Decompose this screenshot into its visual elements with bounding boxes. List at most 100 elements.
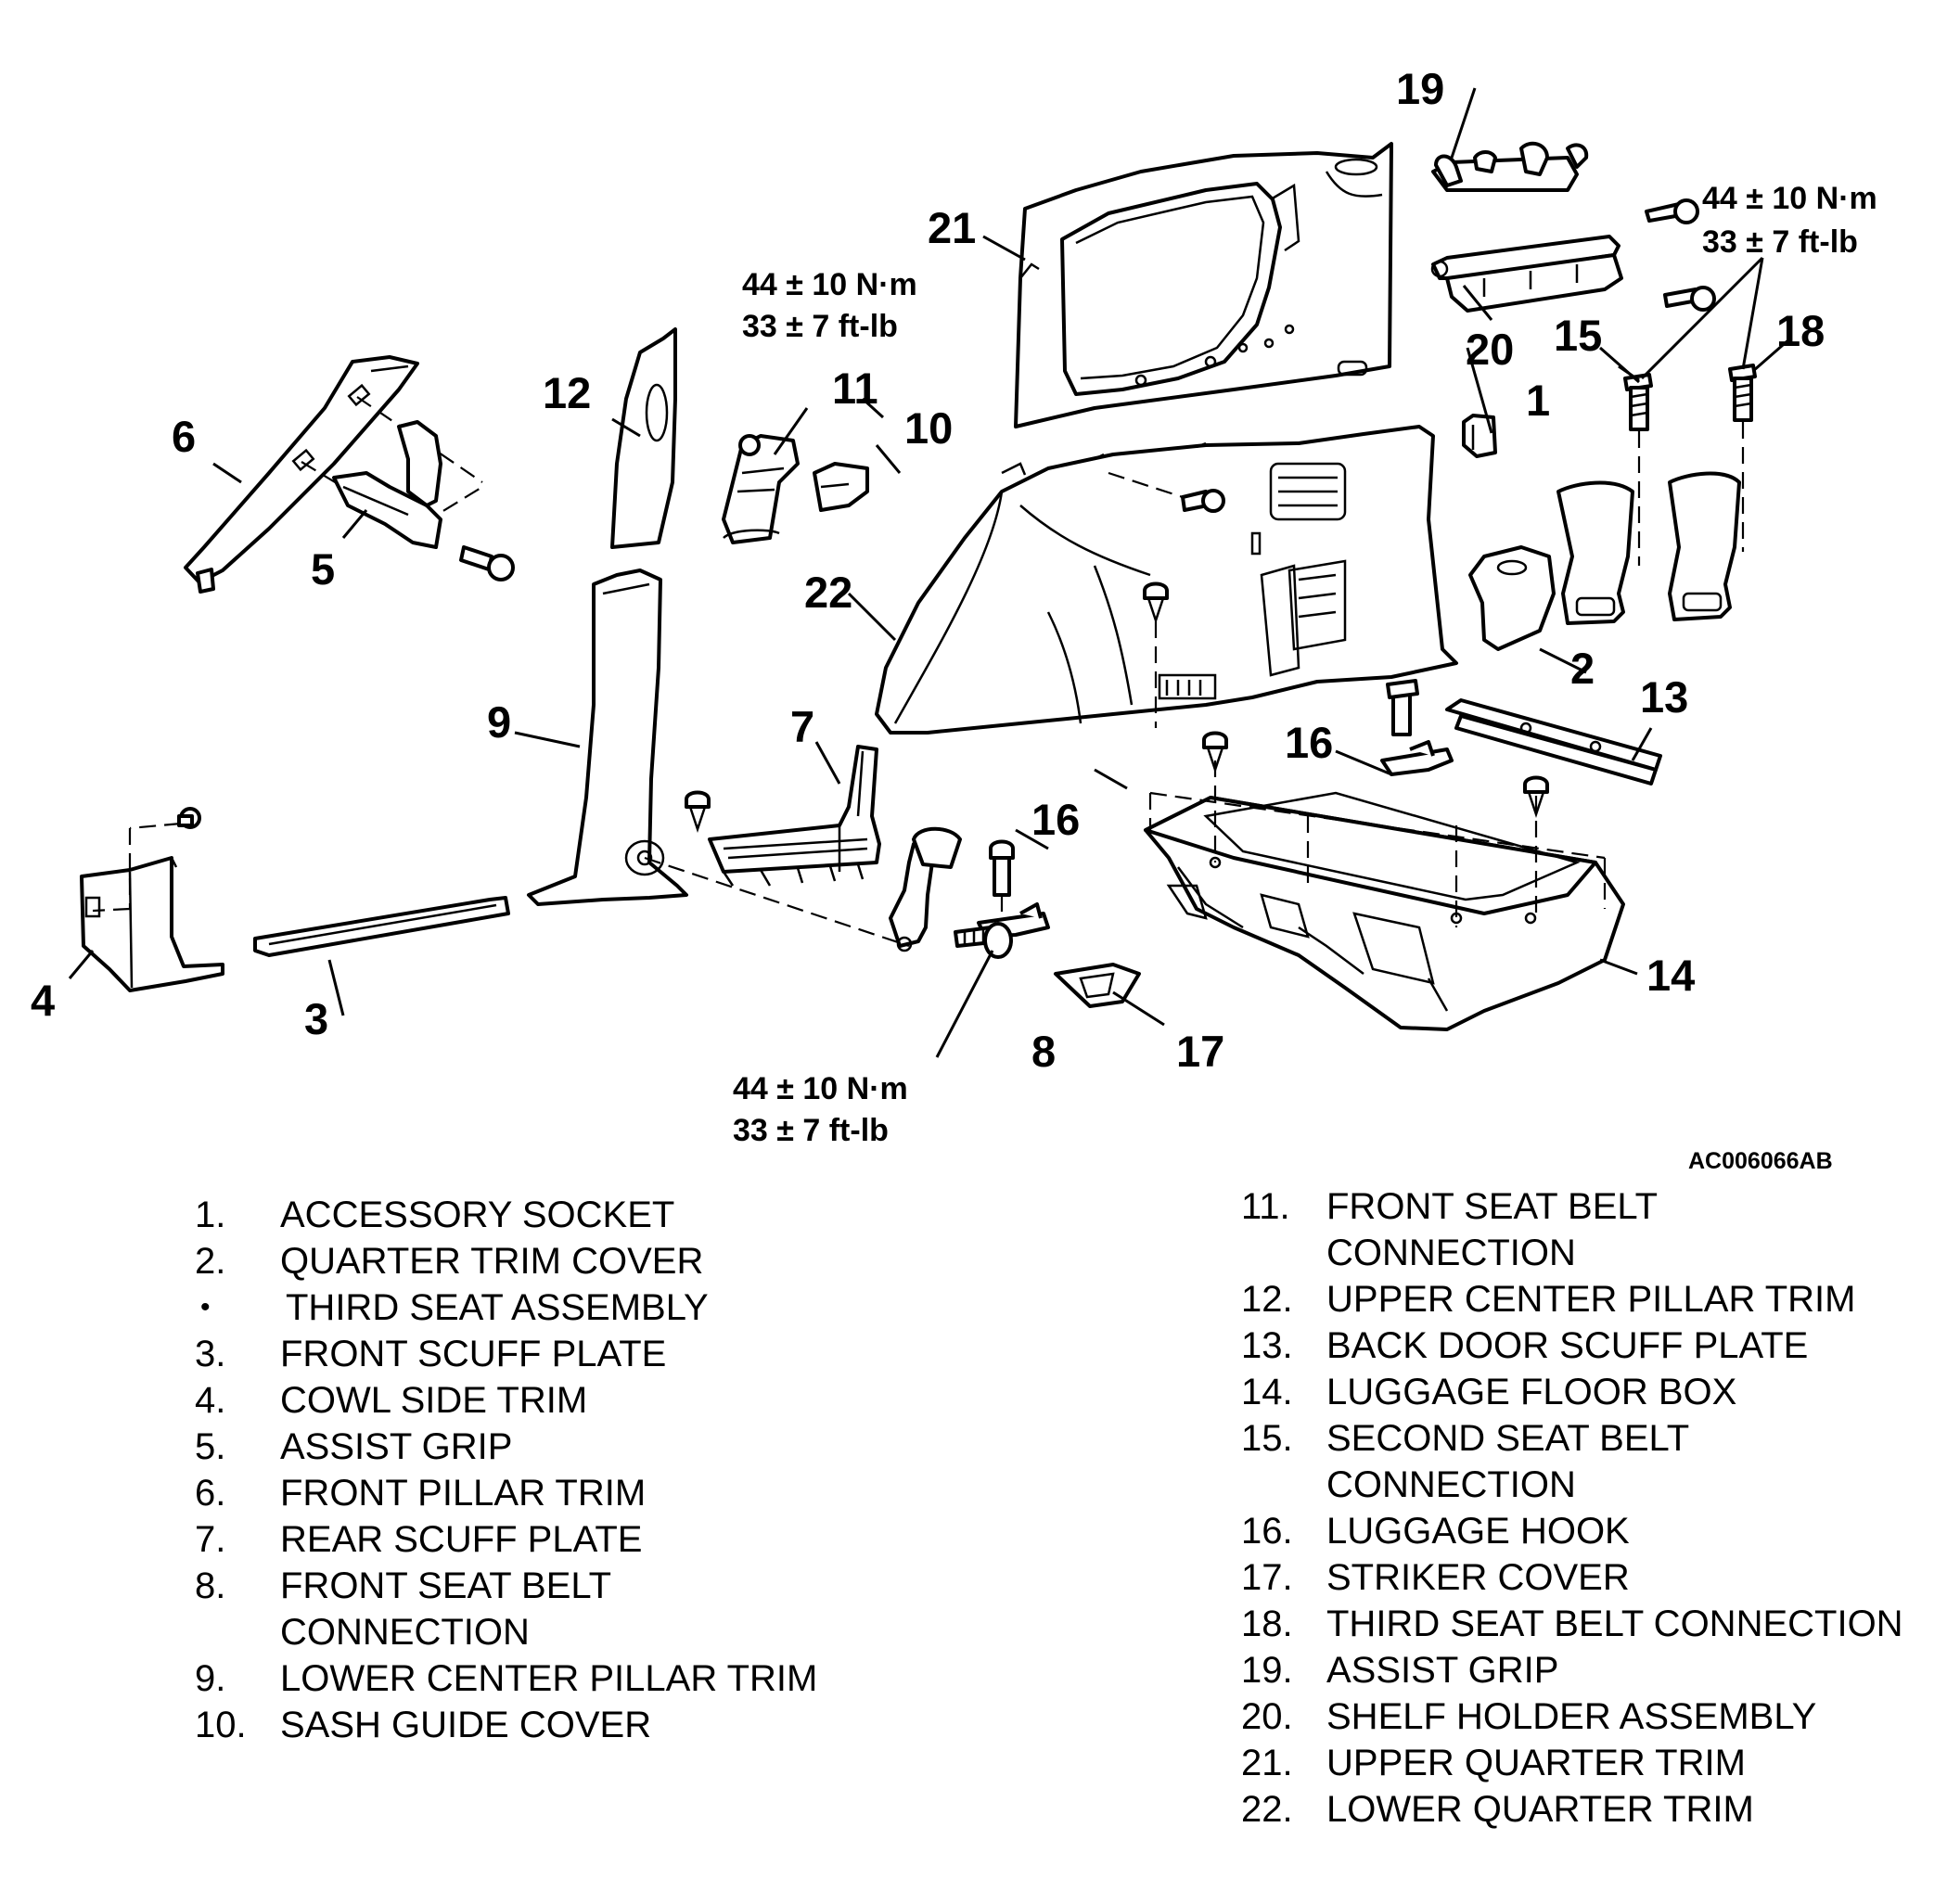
part-quarter-trim-cover xyxy=(1468,545,1556,651)
bolt-assist-grip-front xyxy=(459,545,515,581)
legend-item-text: CONNECTION xyxy=(1326,1464,1576,1505)
legend-item-text: CONNECTION xyxy=(280,1612,530,1653)
bolt-assist-grip xyxy=(1645,198,1699,224)
part-back-door-scuff-plate xyxy=(1445,698,1662,786)
legend-item: 13.BACK DOOR SCUFF PLATE xyxy=(1241,1322,1903,1369)
callout-17: 17 xyxy=(1176,1027,1224,1076)
legend-item-number: 6. xyxy=(195,1473,226,1514)
legend-item-text: ASSIST GRIP xyxy=(1326,1650,1559,1691)
legend-item-text: STRIKER COVER xyxy=(1326,1557,1630,1598)
bolt-floor-box-left xyxy=(1202,731,1228,773)
legend-item: •THIRD SEAT ASSEMBLY xyxy=(195,1284,817,1331)
torque-imperial-bottom: 33 ± 7 ft-lb xyxy=(733,1113,889,1148)
legend-item: 11.FRONT SEAT BELT xyxy=(1241,1183,1903,1230)
legend-item-number xyxy=(195,1609,280,1655)
callout-5: 5 xyxy=(311,544,335,594)
part-accessory-socket xyxy=(1462,414,1497,458)
callout-21: 21 xyxy=(928,203,976,252)
bolt-rear-scuff xyxy=(685,790,711,833)
legend-item: 18.THIRD SEAT BELT CONNECTION xyxy=(1241,1601,1903,1647)
bolt-shelf-holder xyxy=(1663,286,1716,312)
legend-item: 19. ASSIST GRIP xyxy=(1241,1647,1903,1693)
legend-item: 16.LUGGAGE HOOK xyxy=(1241,1508,1903,1554)
legend-item: 7.REAR SCUFF PLATE xyxy=(195,1516,817,1563)
legend-item: 5.ASSIST GRIP xyxy=(195,1424,817,1470)
part-seat-belt-anchor xyxy=(889,826,962,952)
part-upper-center-pillar-trim xyxy=(610,327,677,549)
legend-item-text: QUARTER TRIM COVER xyxy=(280,1241,704,1282)
callout-14: 14 xyxy=(1646,951,1695,1000)
torque-metric-top-right: 44 ± 10 N·m xyxy=(1702,181,1877,216)
legend-item-number: 20. xyxy=(1241,1696,1293,1737)
legend-item-number: 12. xyxy=(1241,1279,1293,1320)
part-rear-scuff-plate xyxy=(708,745,881,887)
legend-item: 1.ACCESSORY SOCKET xyxy=(195,1192,817,1238)
callout-15: 15 xyxy=(1554,311,1602,360)
callout-12: 12 xyxy=(543,368,591,417)
part-luggage-hook-rear xyxy=(1380,679,1454,776)
legend-item: CONNECTION xyxy=(1241,1462,1903,1508)
legend-item-number: 18. xyxy=(1241,1604,1293,1644)
legend-item-text: FRONT PILLAR TRIM xyxy=(280,1473,647,1514)
guide-line-8 xyxy=(644,856,910,948)
legend-item-text: SASH GUIDE COVER xyxy=(280,1705,652,1745)
legend-item-text: LOWER CENTER PILLAR TRIM xyxy=(280,1658,818,1699)
part-front-scuff-plate xyxy=(253,896,510,957)
legend-item: 20.SHELF HOLDER ASSEMBLY xyxy=(1241,1693,1903,1740)
legend-item: 17.STRIKER COVER xyxy=(1241,1554,1903,1601)
callout-13: 13 xyxy=(1640,672,1688,722)
legend-item-number: 1. xyxy=(195,1195,226,1235)
legend-item: CONNECTION xyxy=(195,1609,817,1655)
legend-item-text: SECOND SEAT BELT xyxy=(1326,1418,1690,1459)
part-front-pillar-trim xyxy=(184,355,419,594)
legend-item-number: 14. xyxy=(1241,1372,1293,1412)
legend-item: 22.LOWER QUARTER TRIM xyxy=(1241,1786,1903,1833)
callout-1: 1 xyxy=(1526,376,1550,425)
legend-item-text: CONNECTION xyxy=(1326,1233,1576,1273)
legend-item-text: FRONT SEAT BELT xyxy=(280,1565,612,1606)
legend-item-text: LUGGAGE HOOK xyxy=(1326,1511,1630,1552)
bolt-third-seat-belt xyxy=(1728,364,1757,422)
legend-item-number: 5. xyxy=(195,1426,226,1467)
legend-item-text: REAR SCUFF PLATE xyxy=(280,1519,643,1560)
part-cowl-side-trim xyxy=(80,856,224,992)
part-assist-grip-rear xyxy=(1431,141,1589,192)
part-lower-quarter-trim xyxy=(875,425,1458,735)
legend-item-number: 19. xyxy=(1241,1650,1293,1691)
callout-19: 19 xyxy=(1396,64,1444,113)
legend-item-text: FRONT SCUFF PLATE xyxy=(280,1334,667,1374)
legend-item-number: • xyxy=(200,1292,211,1322)
part-front-seat-belt-connection xyxy=(722,434,800,544)
leader-lines xyxy=(68,87,1791,1058)
callout-18: 18 xyxy=(1776,306,1825,355)
clip-cowl-side xyxy=(92,807,201,913)
legend-item-number: 21. xyxy=(1241,1743,1293,1783)
torque-imperial-center: 33 ± 7 ft-lb xyxy=(742,309,898,344)
legend-item-number: 22. xyxy=(1241,1789,1293,1830)
callout-7: 7 xyxy=(790,702,814,751)
bolt-front-seat-belt-lower xyxy=(954,922,1013,959)
legend-item: 10.SASH GUIDE COVER xyxy=(195,1702,817,1748)
callout-22: 22 xyxy=(804,568,852,617)
part-shelf-holder xyxy=(1430,235,1623,313)
part-second-seat-belt-bracket xyxy=(1556,480,1634,625)
legend-item-text: UPPER CENTER PILLAR TRIM xyxy=(1326,1279,1856,1320)
legend-item-number: 4. xyxy=(195,1380,226,1421)
callout-11: 11 xyxy=(832,364,878,413)
bolt-floor-box-right xyxy=(1523,775,1549,818)
torque-metric-center: 44 ± 10 N·m xyxy=(742,267,917,302)
torque-metric-bottom: 44 ± 10 N·m xyxy=(733,1071,908,1106)
legend-item: 14.LUGGAGE FLOOR BOX xyxy=(1241,1369,1903,1415)
part-assist-grip-front xyxy=(332,420,442,549)
legend-item: CONNECTION xyxy=(1241,1230,1903,1276)
legend-item: 21. UPPER QUARTER TRIM xyxy=(1241,1740,1903,1786)
part-upper-quarter-trim xyxy=(1014,142,1393,428)
torque-imperial-top-right: 33 ± 7 ft-lb xyxy=(1702,224,1858,260)
part-sash-guide-cover xyxy=(813,462,869,512)
exploded-parts-diagram: 19 21 20 15 18 1 12 11 10 6 5 22 2 13 9 … xyxy=(31,64,1877,1174)
legend-item-text: UPPER QUARTER TRIM xyxy=(1326,1743,1746,1783)
legend-item: 4.COWL SIDE TRIM xyxy=(195,1377,817,1424)
part-luggage-hook-front xyxy=(977,839,1050,939)
